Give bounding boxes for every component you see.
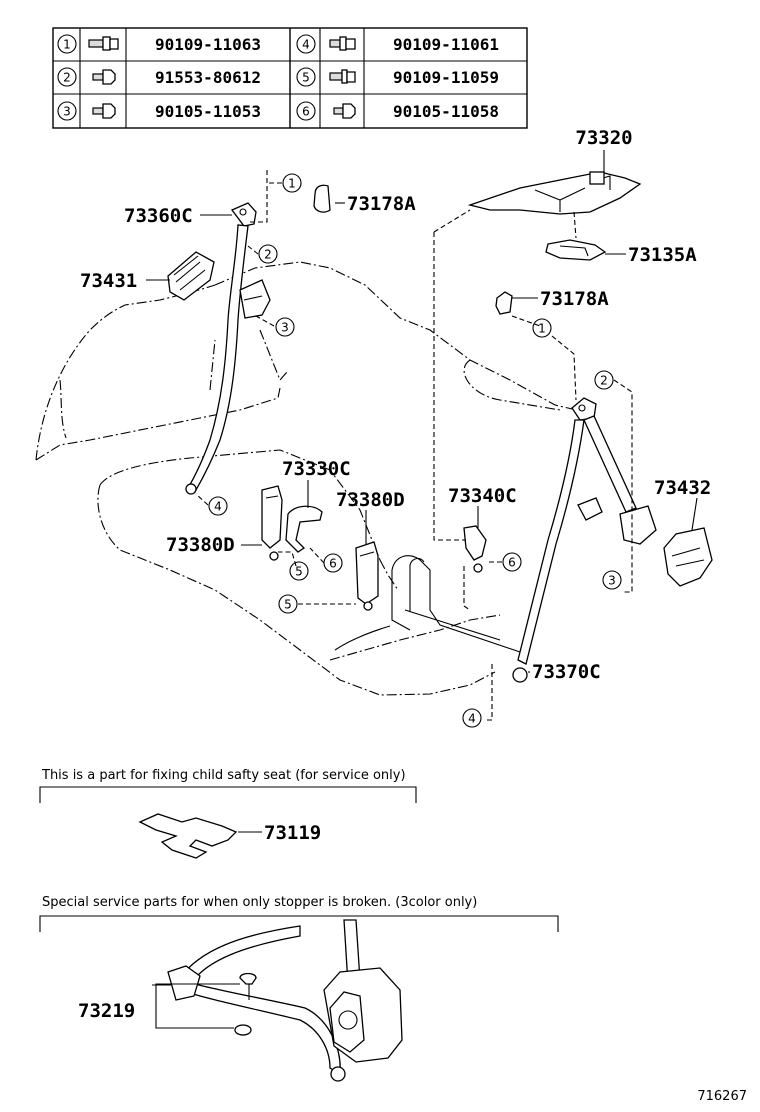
fastener-part-4: 90109-11061 (393, 35, 499, 54)
callout-4: 4 (214, 500, 222, 514)
fastener-part-6: 90105-11058 (393, 102, 499, 121)
label-73119: 73119 (264, 822, 321, 844)
child-seat-section: This is a part for fixing child safty se… (39, 768, 417, 859)
screw-icon (92, 69, 116, 85)
part-labels: 73320 73178A 73360C 73135A 73431 73178A … (80, 127, 711, 683)
callout-6: 6 (508, 556, 516, 570)
cover-73431 (167, 251, 215, 301)
body-outline (35, 261, 586, 696)
fastener-part-1: 90109-11063 (155, 35, 261, 54)
screw-icon (333, 103, 356, 119)
clip-73178a-top (313, 184, 331, 213)
label-73340c: 73340C (448, 485, 517, 507)
label-73219: 73219 (78, 1000, 135, 1022)
leader-lines (146, 150, 698, 986)
fastener-num-6: 6 (302, 105, 310, 119)
bolt-icon (329, 69, 356, 84)
label-73360c: 73360C (124, 205, 193, 227)
label-73320: 73320 (575, 127, 632, 149)
fastener-part-5: 90109-11059 (393, 68, 499, 87)
callout-5: 5 (295, 565, 303, 579)
diagram-code: 716267 (697, 1089, 747, 1104)
fastener-table: 1 2 3 4 5 6 (52, 27, 528, 129)
stopper-section: Special service parts for when only stop… (39, 895, 559, 1082)
label-73178a: 73178A (540, 288, 609, 310)
callout-5: 5 (284, 598, 292, 612)
cover-73432 (663, 527, 713, 587)
label-73330c: 73330C (282, 458, 351, 480)
callout-1: 1 (288, 177, 296, 191)
stopper-note: Special service parts for when only stop… (42, 895, 477, 910)
bolt-icon (88, 36, 119, 51)
callout-1: 1 (538, 322, 546, 336)
child-seat-note: This is a part for fixing child safty se… (41, 768, 406, 783)
label-73380d: 73380D (336, 489, 405, 511)
label-73178a: 73178A (347, 193, 416, 215)
buckle-73340c (463, 525, 487, 573)
floor-bracket (334, 555, 521, 653)
callout-3: 3 (608, 574, 616, 588)
clip-73178a-right (495, 291, 513, 315)
bracket-73320 (467, 171, 642, 215)
belt-left-73360c (185, 202, 271, 495)
label-73370c: 73370C (532, 661, 601, 683)
part-73135a (545, 239, 607, 261)
fastener-num-1: 1 (63, 38, 71, 52)
label-73432: 73432 (654, 477, 711, 499)
callout-4: 4 (468, 712, 476, 726)
screw-icon (92, 103, 116, 119)
buckle-73330c (285, 505, 323, 553)
label-73431: 73431 (80, 270, 137, 292)
label-73135a: 73135A (628, 244, 697, 266)
buckle-73380d-left (261, 485, 283, 561)
callout-2: 2 (600, 374, 608, 388)
belt-right-73370c (512, 397, 657, 683)
callouts: 1 2 3 4 5 6 5 6 1 2 3 4 (208, 173, 622, 728)
fastener-num-5: 5 (302, 71, 310, 85)
buckle-73380d-mid (355, 541, 379, 611)
fastener-num-3: 3 (63, 105, 71, 119)
callout-2: 2 (264, 248, 272, 262)
fastener-num-2: 2 (63, 71, 71, 85)
bolt-icon (329, 36, 356, 51)
callout-3: 3 (281, 321, 289, 335)
callout-6: 6 (329, 557, 337, 571)
fastener-num-4: 4 (302, 38, 310, 52)
label-73380d: 73380D (166, 534, 235, 556)
fastener-part-3: 90105-11053 (155, 102, 261, 121)
fastener-part-2: 91553-80612 (155, 68, 261, 87)
